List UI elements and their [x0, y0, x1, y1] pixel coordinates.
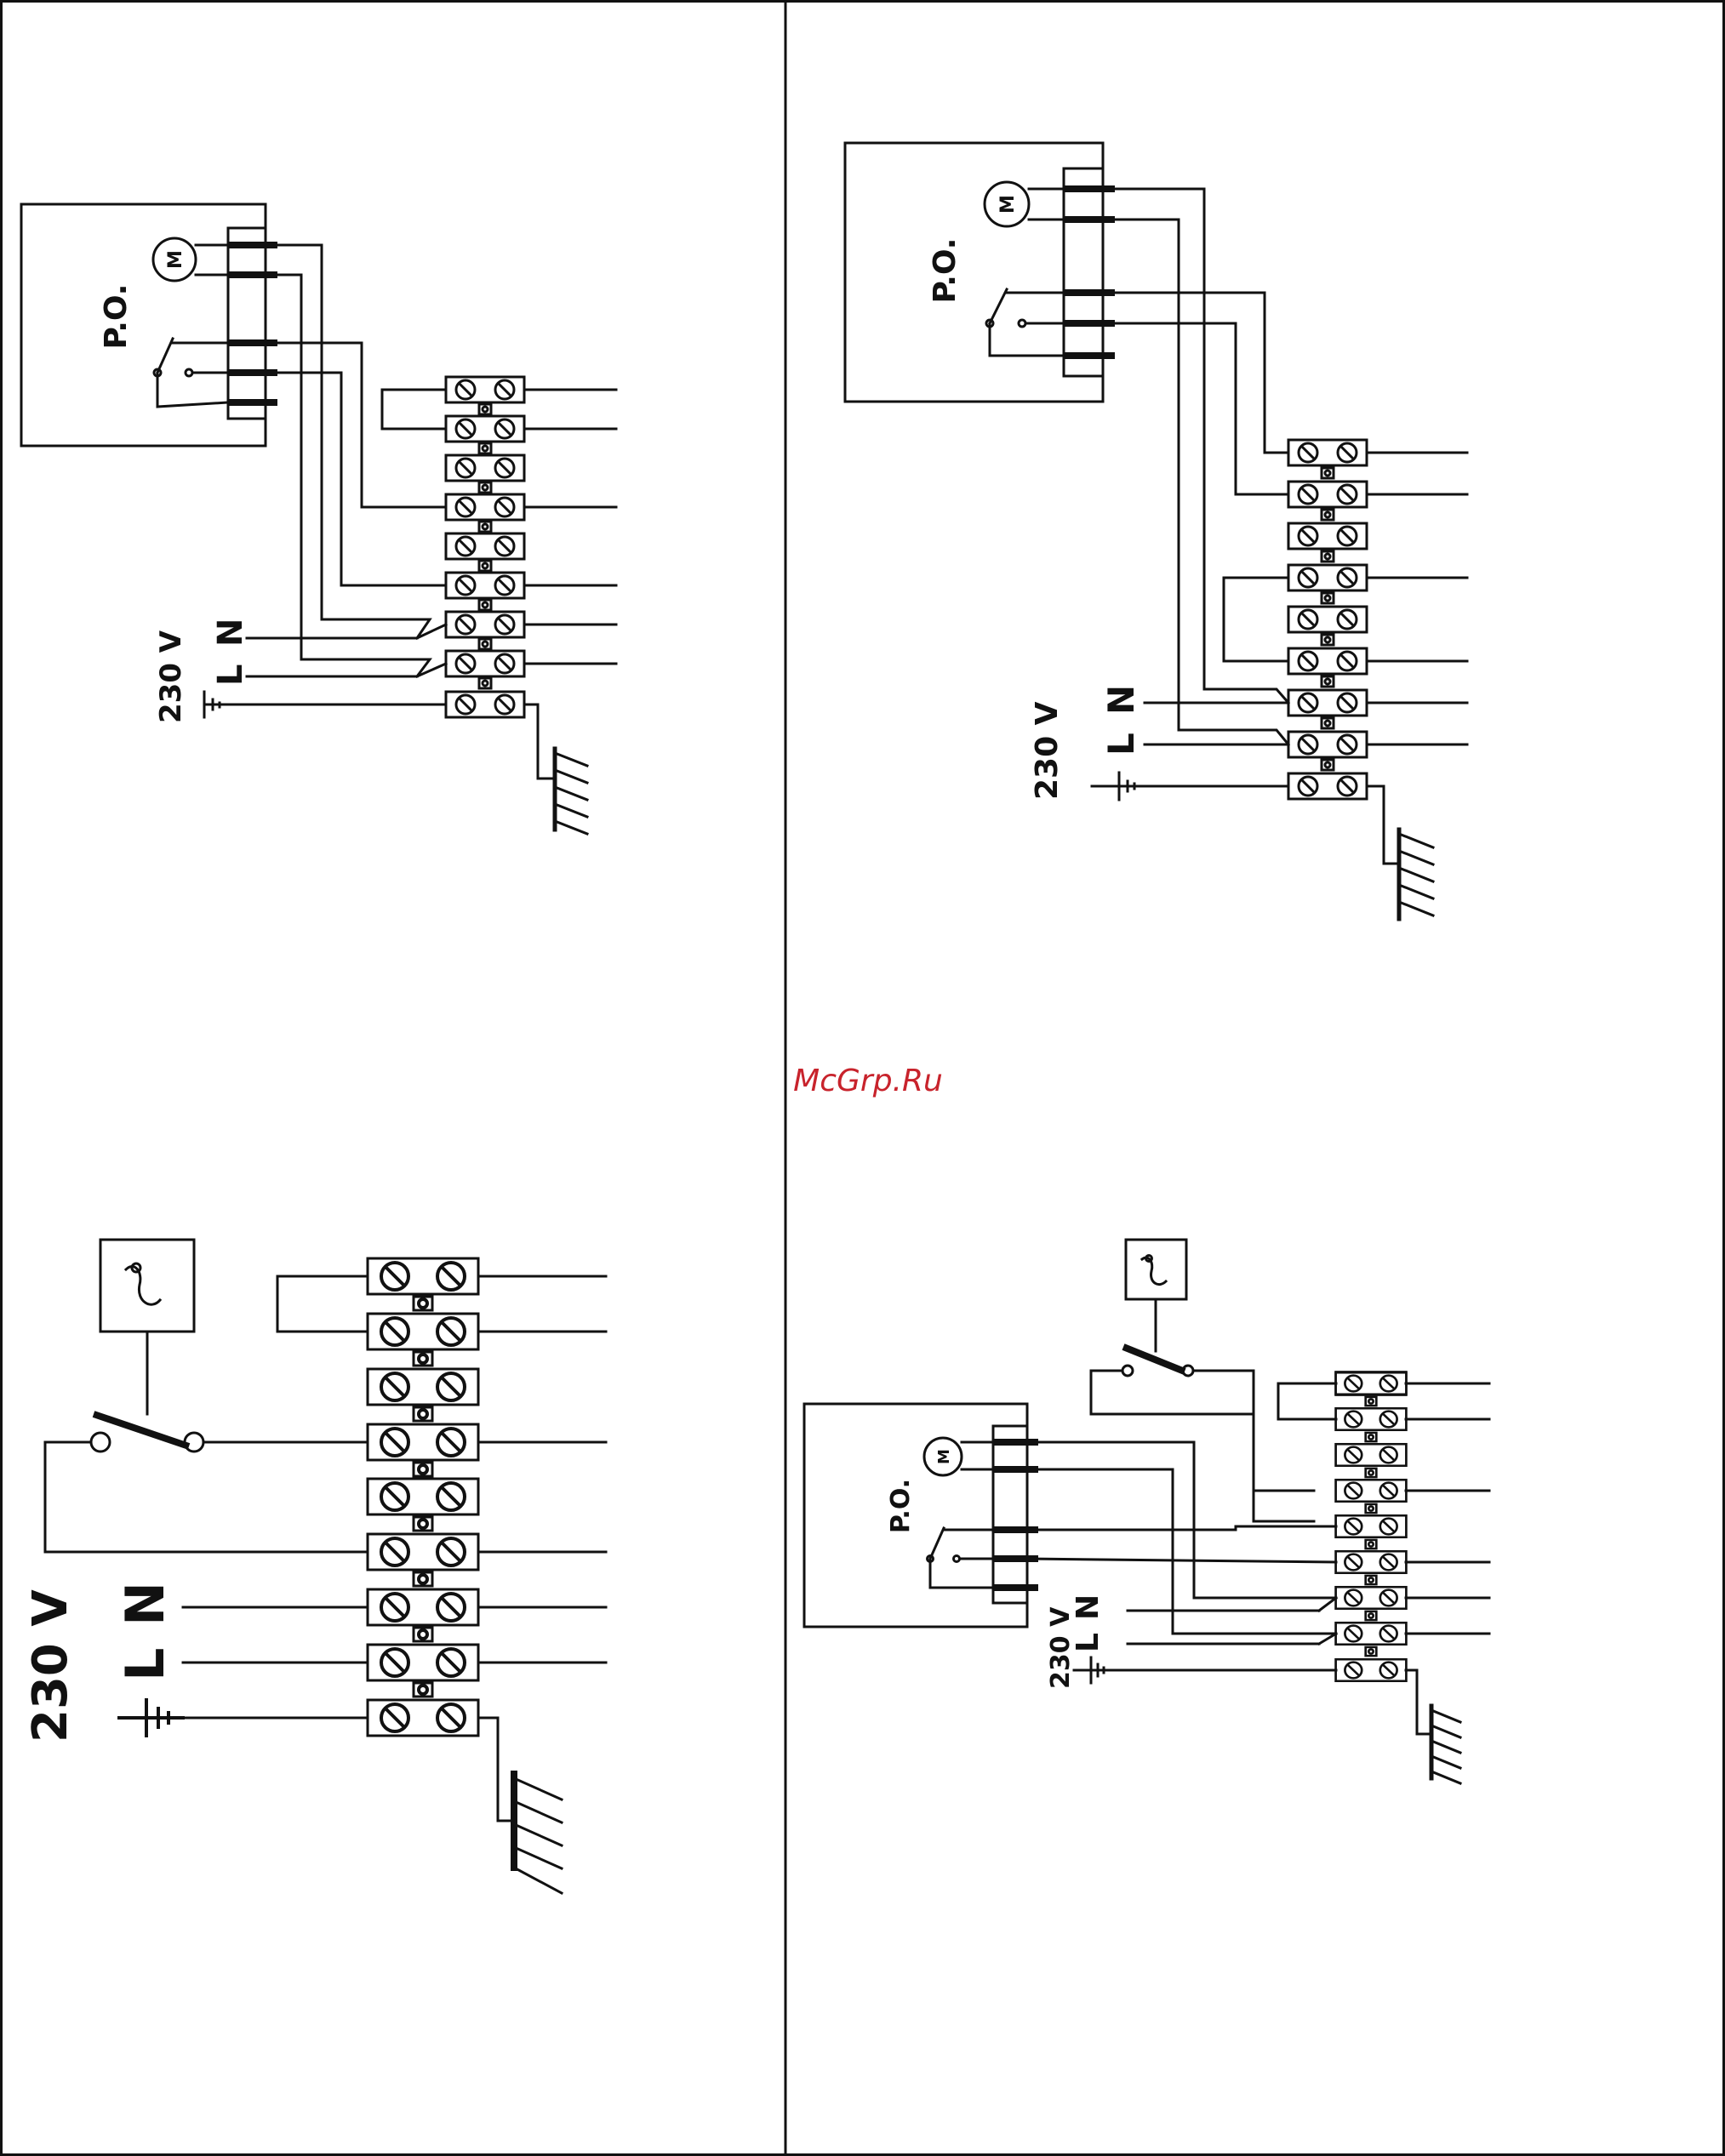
diagram-top-right: M P.O.	[845, 143, 1467, 919]
ground-symbol	[1406, 1670, 1460, 1783]
neutral-label: N	[1100, 685, 1142, 715]
diagram-bottom-left: N L 230 V	[23, 1240, 606, 1893]
line-label: L	[1071, 1633, 1105, 1652]
sensor-icon	[1126, 1240, 1186, 1299]
diagram-top-left: M P.O.	[21, 204, 616, 834]
neutral-label: N	[114, 1582, 176, 1626]
terminal-block	[1288, 440, 1367, 799]
ground-symbol	[1367, 786, 1433, 919]
switch-icon-po	[928, 1528, 994, 1588]
po-label: P.O.	[928, 238, 962, 304]
line-label: L	[1100, 733, 1142, 756]
po-connector-block	[228, 228, 266, 419]
voltage-label: 230 V	[1030, 701, 1065, 800]
earth-icon	[1074, 1657, 1105, 1683]
line-label: L	[114, 1647, 176, 1681]
earth-icon	[1092, 773, 1145, 800]
earth-icon	[204, 692, 243, 717]
terminal-block	[368, 1258, 478, 1736]
motor-icon: M	[985, 182, 1064, 226]
switch-icon	[45, 1414, 368, 1552]
ground-symbol	[524, 704, 587, 834]
neutral-label: N	[211, 619, 250, 647]
switch-icon	[986, 289, 1064, 356]
voltage-label: 230 V	[1046, 1606, 1076, 1689]
terminal-block-rows	[1336, 1372, 1407, 1681]
terminal-block	[446, 377, 524, 717]
motor-icon: M	[153, 238, 228, 281]
motor-label: M	[935, 1449, 953, 1464]
motor-label: M	[165, 250, 186, 269]
switch-icon	[154, 339, 228, 407]
po-label: P.O.	[886, 1479, 916, 1533]
voltage-label: 230 V	[23, 1589, 78, 1742]
po-connector-block	[1064, 168, 1103, 376]
line-label: L	[211, 664, 250, 687]
po-connector-block	[993, 1426, 1027, 1603]
neutral-label: N	[1071, 1594, 1105, 1620]
voltage-label: 230 V	[154, 630, 188, 723]
watermark-text: McGrp.Ru	[793, 1064, 943, 1098]
po-label: P.O.	[99, 284, 134, 350]
ground-symbol	[478, 1718, 562, 1893]
switch-icon	[1091, 1347, 1314, 1521]
sensor-icon	[100, 1240, 194, 1332]
diagram-bottom-right: M P.O.	[804, 1240, 1489, 1783]
motor-label: M	[997, 195, 1019, 214]
earth-icon	[119, 1700, 183, 1736]
motor-icon: M	[924, 1438, 993, 1475]
